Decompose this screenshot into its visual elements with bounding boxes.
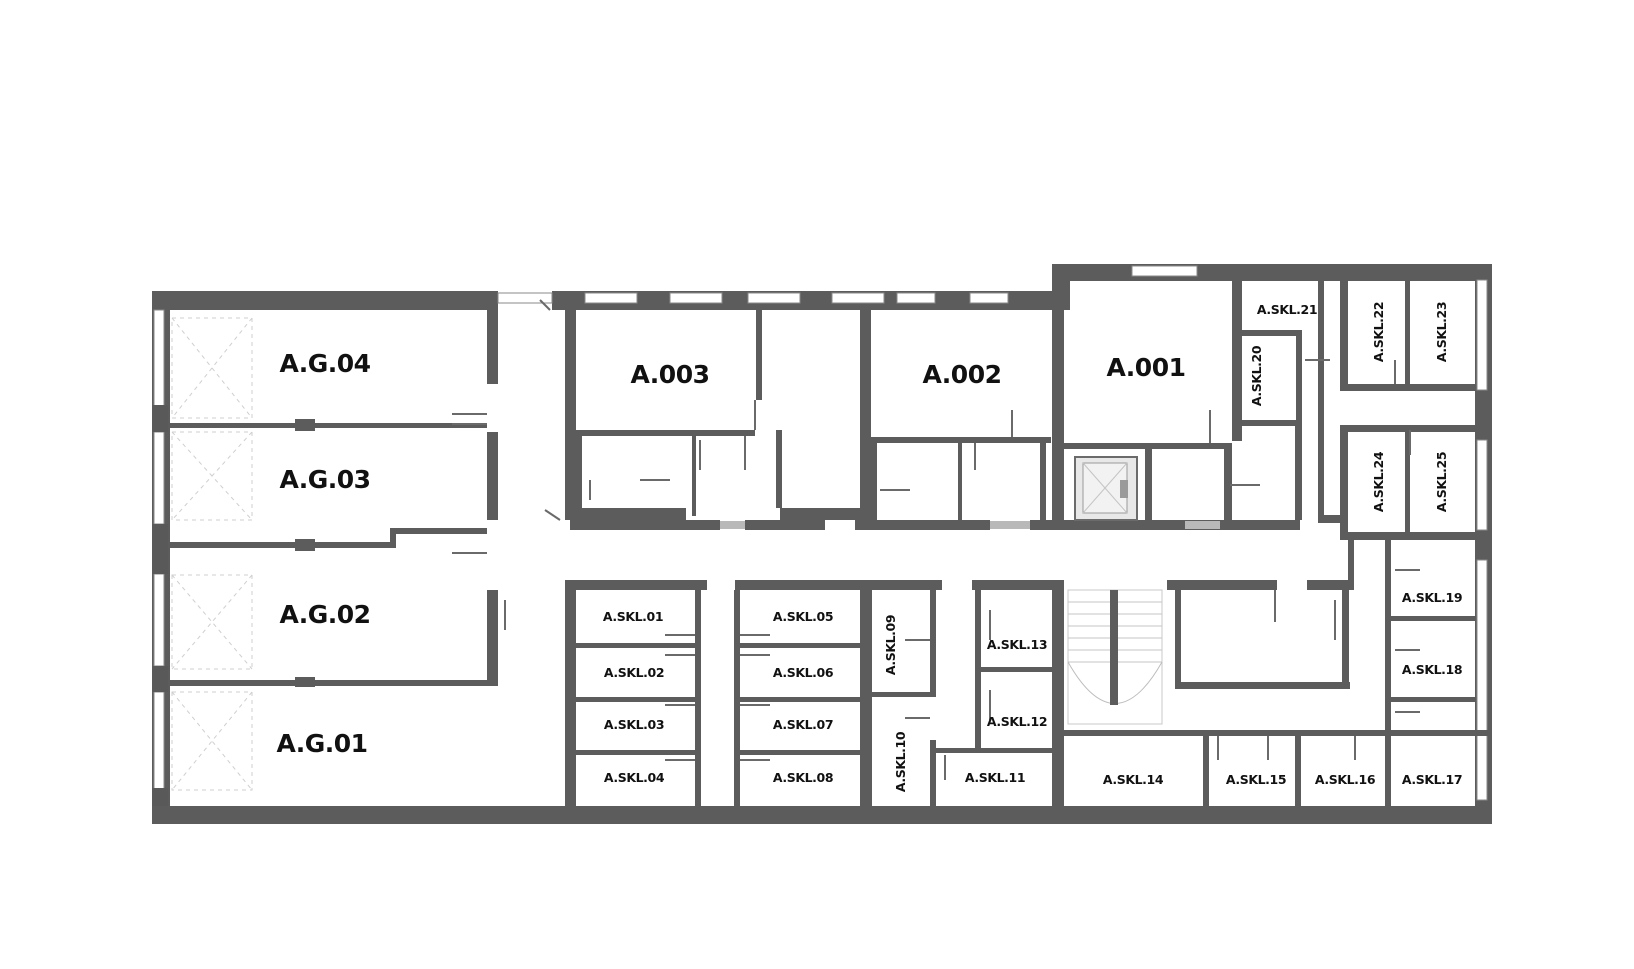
room-label-skl13: A.SKL.13 [987,637,1047,652]
top-windows [153,265,1488,801]
skl-lower-left-walls [565,590,872,806]
left-block-walls [152,310,498,806]
left-block-doors [452,299,561,630]
room-label-skl04: A.SKL.04 [604,770,665,785]
room-label-skl19: A.SKL.19 [1402,590,1462,605]
room-label-a003: A.003 [631,360,710,389]
stair [1067,589,1163,725]
room-label-skl12: A.SKL.12 [987,714,1047,729]
room-label-ag02: A.G.02 [279,600,370,629]
room-label-a001: A.001 [1107,353,1186,382]
a001-block-doors [1209,410,1260,486]
room-label-skl17: A.SKL.17 [1402,772,1462,787]
room-label-skl07: A.SKL.07 [773,717,833,732]
room-label-skl06: A.SKL.06 [773,665,834,680]
skl-middle-doors [905,610,991,780]
room-label-skl23: A.SKL.23 [1434,302,1449,362]
skl-lower-right-doors [1217,569,1420,760]
room-label-skl11: A.SKL.11 [965,770,1025,785]
corridor-walls [565,520,1349,590]
room-label-skl18: A.SKL.18 [1402,662,1462,677]
room-label-ag01: A.G.01 [276,729,367,758]
room-label-skl05: A.SKL.05 [773,609,833,624]
a001-block-walls [1064,281,1302,523]
left-block-dashed [171,317,253,791]
room-label-skl20: A.SKL.20 [1249,345,1264,406]
a003-block-doors [589,400,756,500]
skl-lower-left-doors [665,634,770,761]
room-label-skl14: A.SKL.14 [1103,772,1164,787]
room-label-a002: A.002 [923,360,1002,389]
room-label-skl25: A.SKL.25 [1434,452,1449,512]
room-label-skl22: A.SKL.22 [1371,302,1386,362]
room-label-skl10: A.SKL.10 [893,731,908,792]
room-label-skl03: A.SKL.03 [604,717,664,732]
skl-lower-right-walls [1064,540,1489,806]
a003-block-walls [565,310,871,520]
room-label-skl02: A.SKL.02 [604,665,664,680]
room-label-skl15: A.SKL.15 [1226,772,1286,787]
a002-block-walls [871,310,1064,520]
skl-middle-walls [872,580,1064,806]
room-label-skl01: A.SKL.01 [603,609,663,624]
room-label-skl16: A.SKL.16 [1315,772,1376,787]
room-label-ag04: A.G.04 [279,349,370,378]
skl-upper-right-walls [1242,281,1475,540]
room-label-skl24: A.SKL.24 [1371,451,1386,512]
a002-block-doors [880,410,1013,491]
room-label-ag03: A.G.03 [279,465,370,494]
room-label-skl09: A.SKL.09 [883,615,898,675]
room-label-skl21: A.SKL.21 [1257,302,1317,317]
room-label-skl08: A.SKL.08 [773,770,833,785]
elevator [1074,456,1138,521]
skl-upper-right-doors [1305,359,1411,455]
room-labels: A.G.04 A.G.03 A.G.02 A.G.01 A.003 A.002 … [276,302,1462,792]
